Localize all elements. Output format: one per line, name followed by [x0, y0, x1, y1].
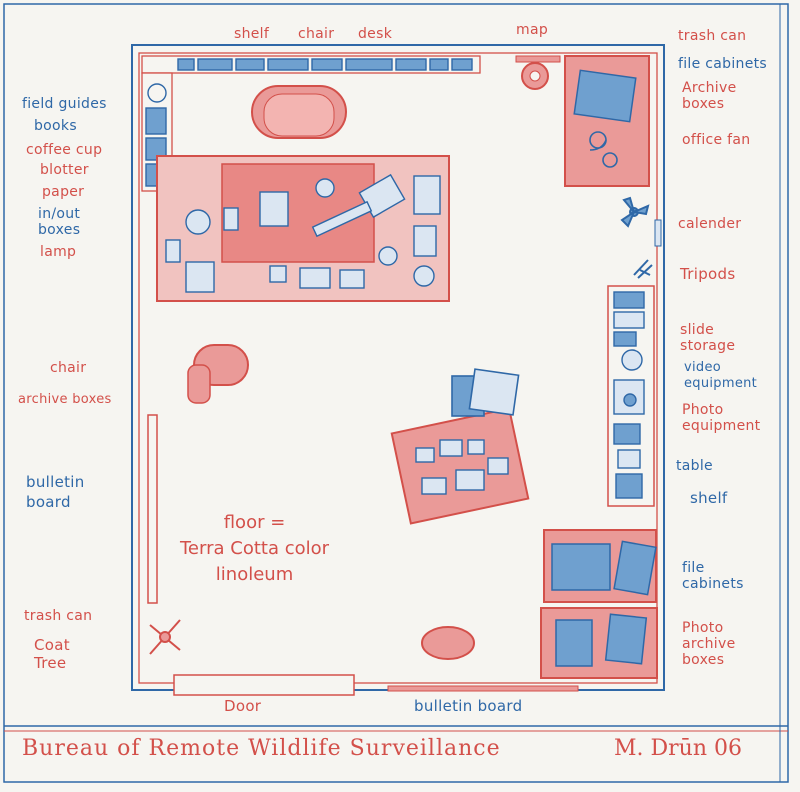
table	[390, 368, 530, 525]
signature: M. Drūn 06	[614, 736, 742, 761]
calendar	[654, 219, 662, 247]
top-right-cabinet	[564, 55, 650, 187]
tripods	[633, 259, 653, 279]
label-table: table	[676, 458, 713, 474]
page-frame	[3, 3, 789, 783]
label-map: map	[516, 22, 549, 38]
label-archive-boxes-left: archive boxes	[18, 392, 112, 407]
trash-can	[421, 626, 475, 660]
label-bulletin-board-left: bulletin board	[26, 473, 85, 511]
label-video-equipment: video equipment	[684, 360, 758, 391]
bottom-right-cabinets	[540, 529, 658, 679]
label-archive-boxes-top: Archive boxes	[682, 80, 737, 112]
desk	[156, 155, 450, 302]
label-photo-archive-boxes: Photo archive boxes	[682, 620, 736, 668]
label-blotter: blotter	[40, 162, 89, 178]
side-chair	[187, 344, 249, 404]
bulletin-board-bottom	[387, 685, 579, 692]
label-shelf: shelf	[234, 26, 270, 42]
label-books: books	[34, 118, 77, 134]
door	[173, 674, 355, 696]
label-bulletin-board-bottom: bulletin board	[414, 697, 523, 715]
label-paper: paper	[42, 184, 85, 200]
label-shelf-right: shelf	[690, 489, 728, 507]
label-coffee-cup: coffee cup	[26, 142, 103, 158]
label-field-guides: field guides	[22, 96, 107, 112]
label-file-cabinets-top: file cabinets	[678, 56, 767, 72]
coat-tree	[149, 619, 181, 655]
label-calendar: calender	[678, 216, 742, 232]
office-fan	[620, 196, 650, 228]
table-boxes	[451, 368, 520, 417]
label-trash-can-left: trash can	[24, 608, 93, 624]
right-shelf	[607, 285, 655, 507]
floor-note: floor = Terra Cotta color linoleum	[180, 512, 330, 585]
label-photo-equipment: Photo equipment	[682, 402, 761, 434]
label-coat-tree: Coat Tree	[34, 636, 70, 672]
bulletin-board-left	[147, 414, 158, 604]
label-door: Door	[224, 697, 262, 715]
label-office-fan: office fan	[682, 132, 751, 148]
map-marker	[515, 55, 561, 90]
label-chair-left: chair	[50, 360, 87, 376]
desk-chair	[251, 85, 347, 139]
label-slide-storage: slide storage	[680, 322, 736, 354]
label-file-cabinets-right: file cabinets	[682, 560, 744, 592]
label-chair-top: chair	[298, 26, 335, 42]
plan-title: Bureau of Remote Wildlife Surveillance	[22, 736, 501, 761]
label-in-out-boxes: in/out boxes	[38, 206, 81, 238]
label-lamp: lamp	[40, 244, 77, 260]
label-desk: desk	[358, 26, 393, 42]
label-trash-can-top: trash can	[678, 28, 747, 44]
label-tripods: Tripods	[680, 265, 736, 283]
